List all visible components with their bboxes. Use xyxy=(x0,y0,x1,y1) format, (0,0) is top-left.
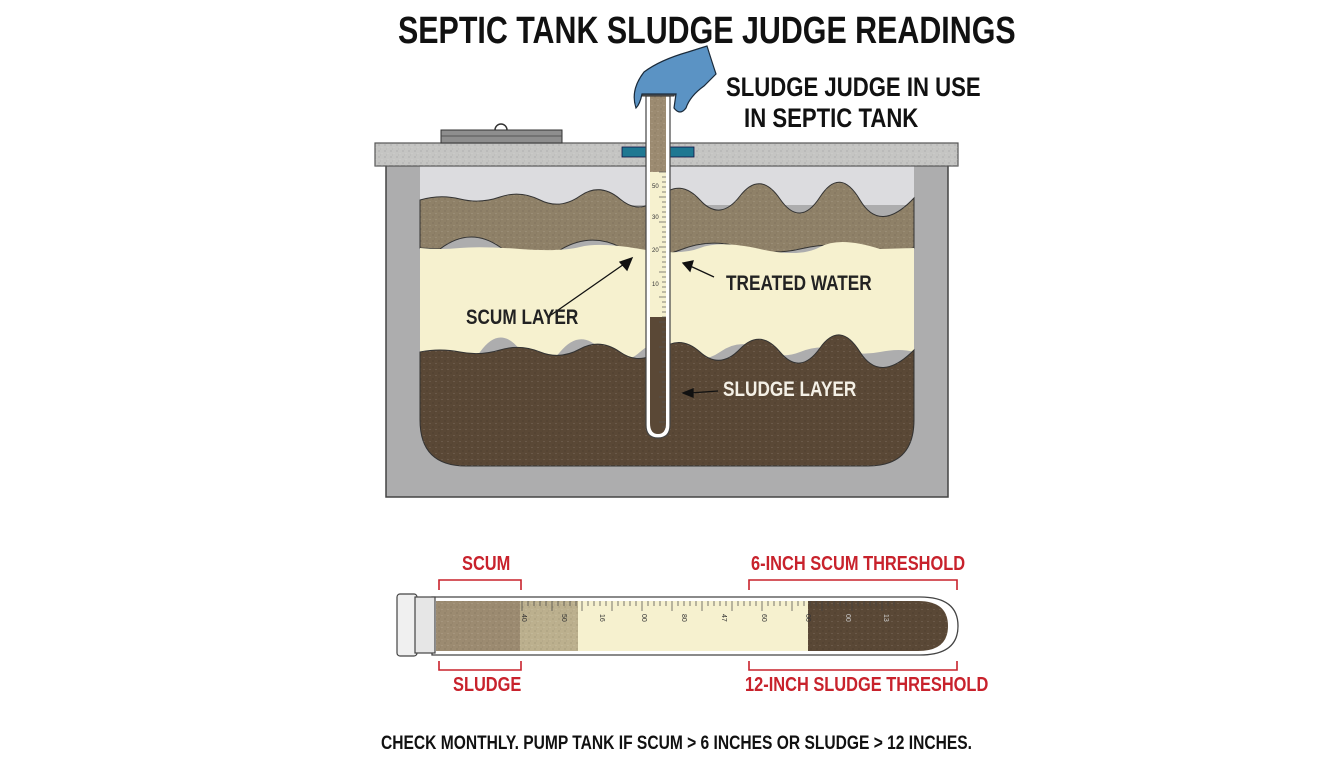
sample-scale-label: 00 xyxy=(804,614,811,622)
label-arrows xyxy=(550,256,719,398)
scum-layer-label: SCUM LAYER xyxy=(466,306,579,329)
threshold-brackets xyxy=(438,579,958,671)
sample-scale-label: 50 xyxy=(560,614,567,622)
vertical-scale-10: 10 xyxy=(652,282,659,288)
scum-threshold-bracket xyxy=(748,579,958,590)
access-hatch xyxy=(440,123,563,144)
sludge-threshold-bracket xyxy=(748,661,958,671)
scum-threshold-label: 6-INCH SCUM THRESHOLD xyxy=(751,553,966,575)
callout-line-1: SLUDGE JUDGE IN USE xyxy=(726,72,981,102)
sample-tube-scale-labels: 40 50 16 00 80 47 60 00 00 13 xyxy=(520,614,889,622)
sample-scale-label: 16 xyxy=(598,614,605,622)
scum-label: SCUM xyxy=(462,553,511,575)
sludge-label: SLUDGE xyxy=(453,674,522,696)
treated-water-label: TREATED WATER xyxy=(726,272,872,295)
sludge-layer-label: SLUDGE LAYER xyxy=(723,378,857,401)
callout-label: SLUDGE JUDGE IN USE IN SEPTIC TANK xyxy=(726,72,981,134)
glove-icon xyxy=(633,45,717,113)
sample-tube-cap xyxy=(396,593,418,657)
vertical-sludge-judge: 50 30 20 10 xyxy=(645,95,671,439)
gloved-hand xyxy=(633,45,717,113)
sample-scale-label: 00 xyxy=(844,614,851,622)
sample-scale-label: 00 xyxy=(640,614,647,622)
sample-scale-label: 80 xyxy=(680,614,687,622)
vertical-scale-30: 30 xyxy=(652,215,659,221)
sample-scale-label: 47 xyxy=(720,614,727,622)
sample-scale-label: 40 xyxy=(520,614,527,622)
sample-tube-ticks xyxy=(521,601,895,611)
vertical-scale-50: 50 xyxy=(652,184,659,190)
sample-scale-label: 13 xyxy=(882,614,889,622)
sample-tube: 40 50 16 00 80 47 60 00 00 13 xyxy=(396,593,959,657)
sludge-bracket xyxy=(438,661,522,671)
sludge-threshold-label: 12-INCH SLUDGE THRESHOLD xyxy=(745,674,989,696)
sample-scale-label: 60 xyxy=(760,614,767,622)
scum-bracket xyxy=(438,579,522,590)
vertical-scale-20: 20 xyxy=(652,248,659,254)
callout-line-2: IN SEPTIC TANK xyxy=(744,103,919,133)
page-title: SEPTIC TANK SLUDGE JUDGE READINGS xyxy=(398,10,1016,52)
vertical-tube-ticks xyxy=(659,171,666,428)
sample-water-section xyxy=(578,601,808,651)
footer-instruction: CHECK MONTHLY. PUMP TANK IF SCUM > 6 INC… xyxy=(381,733,972,754)
